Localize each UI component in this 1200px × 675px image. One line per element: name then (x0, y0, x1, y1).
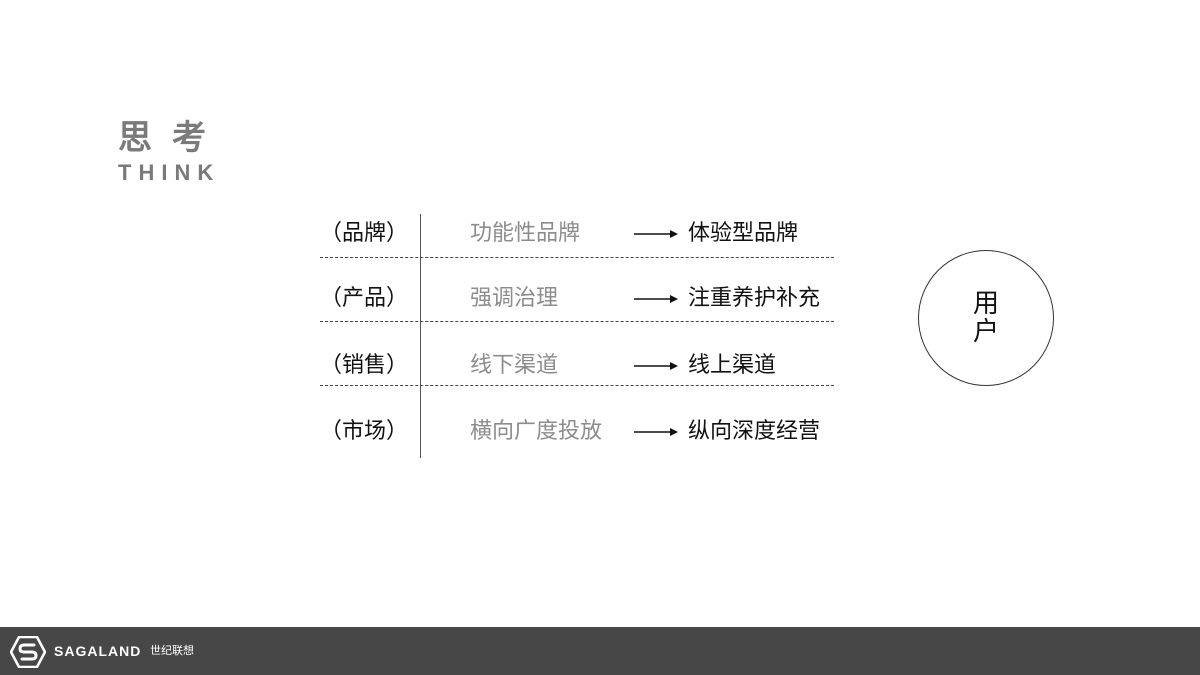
column-divider (420, 214, 421, 458)
row-category: （销售） (320, 353, 409, 378)
row-from-text: 线下渠道 (470, 353, 559, 378)
row-category: （产品） (320, 286, 409, 311)
user-circle-label: 用户 (972, 289, 999, 347)
row-from-text: 强调治理 (470, 286, 559, 311)
right-arrow-icon (634, 362, 678, 370)
heading-title-en: THINK (118, 160, 221, 185)
row-category: （市场） (320, 419, 409, 444)
footer-brand-cn: 世纪联想 (150, 644, 194, 657)
row-to-text: 线上渠道 (688, 353, 777, 378)
user-circle: 用户 (918, 250, 1054, 386)
row-category: （品牌） (320, 221, 409, 246)
section-heading: 思考 THINK (118, 118, 226, 186)
footer-brand-text: SAGALAND (54, 643, 142, 659)
row-separator (320, 321, 834, 322)
row-to-text: 纵向深度经营 (688, 419, 821, 444)
row-from-text: 横向广度投放 (470, 419, 603, 444)
right-arrow-icon (634, 295, 678, 303)
sagaland-s-logo-icon (10, 636, 46, 668)
footer-bar: SAGALAND 世纪联想 (0, 627, 1200, 675)
row-separator (320, 385, 834, 386)
right-arrow-icon (634, 230, 678, 238)
table-row-market: （市场） 横向广度投放 纵向深度经营 (320, 412, 834, 452)
table-row-product: （产品） 强调治理 注重养护补充 (320, 279, 834, 319)
table-row-sales: （销售） 线下渠道 线上渠道 (320, 346, 834, 386)
comparison-table: （品牌） 功能性品牌 体验型品牌 （产品） 强调治理 注重养护补充 （销售） 线… (320, 212, 834, 458)
row-to-text: 注重养护补充 (688, 286, 821, 311)
row-from-text: 功能性品牌 (470, 221, 581, 246)
row-separator (320, 257, 834, 258)
right-arrow-icon (634, 428, 678, 436)
heading-title-cn: 思考 (118, 118, 226, 158)
row-to-text: 体验型品牌 (688, 221, 799, 246)
table-row-brand: （品牌） 功能性品牌 体验型品牌 (320, 214, 834, 254)
